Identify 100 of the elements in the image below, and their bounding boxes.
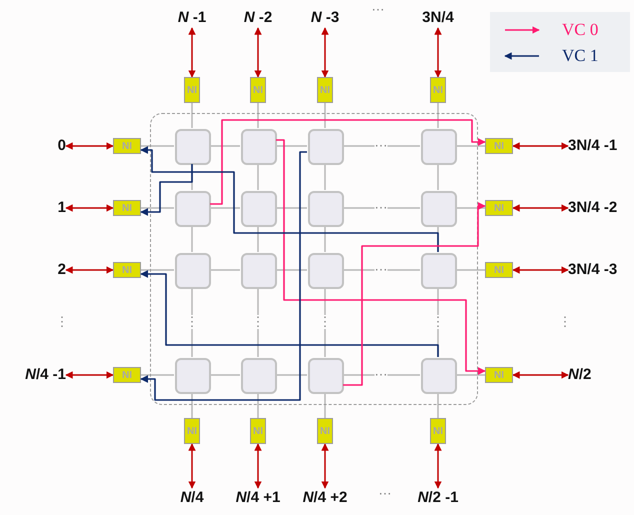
link-line <box>456 374 485 376</box>
ni-box: NI <box>430 77 446 103</box>
link-line <box>191 103 193 128</box>
double-arrow <box>65 204 114 212</box>
port-label: N -2 <box>244 8 272 28</box>
ni-box: NI <box>250 418 266 444</box>
port-label: N/4 <box>180 488 204 508</box>
router-box <box>421 358 457 394</box>
link-line <box>343 207 420 209</box>
link-line <box>141 374 174 376</box>
double-arrow <box>512 142 569 150</box>
link-line <box>210 269 240 271</box>
port-label: 0 <box>58 136 66 156</box>
link-line <box>191 226 193 252</box>
link-line <box>324 103 326 128</box>
double-arrow <box>188 443 196 489</box>
link-line <box>210 207 240 209</box>
ni-box: NI <box>113 138 141 154</box>
router-box <box>241 358 277 394</box>
link-line <box>456 207 485 209</box>
route-arrow <box>210 119 486 205</box>
port-label: 3N/4 <box>422 8 454 28</box>
port-label: N/2 <box>568 365 592 385</box>
link-line <box>141 269 174 271</box>
link-line <box>210 145 240 147</box>
legend-text: VC 0 <box>562 20 598 40</box>
double-arrow <box>188 27 196 78</box>
router-box <box>175 191 211 227</box>
link-line <box>324 226 326 252</box>
ni-box: NI <box>485 367 513 383</box>
link-line <box>276 374 307 376</box>
port-label: 3N/4 -2 <box>568 198 618 218</box>
ni-box: NI <box>184 77 200 103</box>
ni-box: NI <box>485 200 513 216</box>
route-arrow <box>140 164 193 216</box>
route-arrow <box>140 151 307 401</box>
double-arrow <box>321 27 329 78</box>
link-line <box>257 103 259 128</box>
port-label: N/4 +1 <box>236 488 280 508</box>
port-label: N/4 -1 <box>25 365 66 385</box>
double-arrow <box>321 443 329 489</box>
link-line <box>210 374 240 376</box>
link-line <box>141 145 174 147</box>
router-box <box>421 253 457 289</box>
link-line <box>343 374 420 376</box>
link-line <box>437 393 439 418</box>
ni-box: NI <box>317 418 333 444</box>
link-line <box>324 164 326 190</box>
router-box <box>308 191 344 227</box>
link-line <box>343 145 420 147</box>
port-label: N -3 <box>310 8 340 28</box>
ni-box: NI <box>113 367 141 383</box>
link-line <box>456 269 485 271</box>
ni-box: NI <box>113 200 141 216</box>
link-line <box>257 288 259 357</box>
link-line <box>324 288 326 357</box>
ni-box: NI <box>113 262 141 278</box>
double-arrow <box>434 443 442 489</box>
link-line <box>456 145 485 147</box>
ni-box: NI <box>184 418 200 444</box>
ni-box: NI <box>430 418 446 444</box>
link-line <box>191 393 193 418</box>
port-label: 3N/4 -1 <box>568 136 618 156</box>
ni-box: NI <box>317 77 333 103</box>
double-arrow <box>512 266 569 274</box>
double-arrow <box>65 142 114 150</box>
port-label: N/4 +2 <box>302 488 348 508</box>
link-line <box>437 103 439 128</box>
double-arrow <box>512 371 569 379</box>
link-line <box>141 207 174 209</box>
router-box <box>421 191 457 227</box>
router-box <box>241 129 277 165</box>
port-label: N -1 <box>178 8 206 28</box>
link-line <box>191 288 193 357</box>
port-label: 3N/4 -3 <box>568 260 618 280</box>
double-arrow <box>254 443 262 489</box>
ni-box: NI <box>485 138 513 154</box>
route-arrow <box>343 202 486 386</box>
link-line <box>276 207 307 209</box>
link-line <box>343 269 420 271</box>
double-arrow <box>65 266 114 274</box>
router-box <box>175 358 211 394</box>
router-box <box>308 253 344 289</box>
link-line <box>257 164 259 190</box>
port-label: 2 <box>58 260 66 280</box>
legend-text: VC 1 <box>562 46 598 66</box>
double-arrow <box>65 371 114 379</box>
router-box <box>308 129 344 165</box>
router-box <box>308 358 344 394</box>
link-line <box>324 393 326 418</box>
route-arrow <box>276 139 486 375</box>
double-arrow <box>434 27 442 78</box>
double-arrow <box>254 27 262 78</box>
route-arrow <box>140 146 439 252</box>
link-line <box>437 164 439 190</box>
port-label: N/2 -1 <box>418 488 458 508</box>
link-line <box>257 393 259 418</box>
link-line <box>257 226 259 252</box>
mesh-boundary <box>150 113 478 405</box>
router-box <box>241 191 277 227</box>
